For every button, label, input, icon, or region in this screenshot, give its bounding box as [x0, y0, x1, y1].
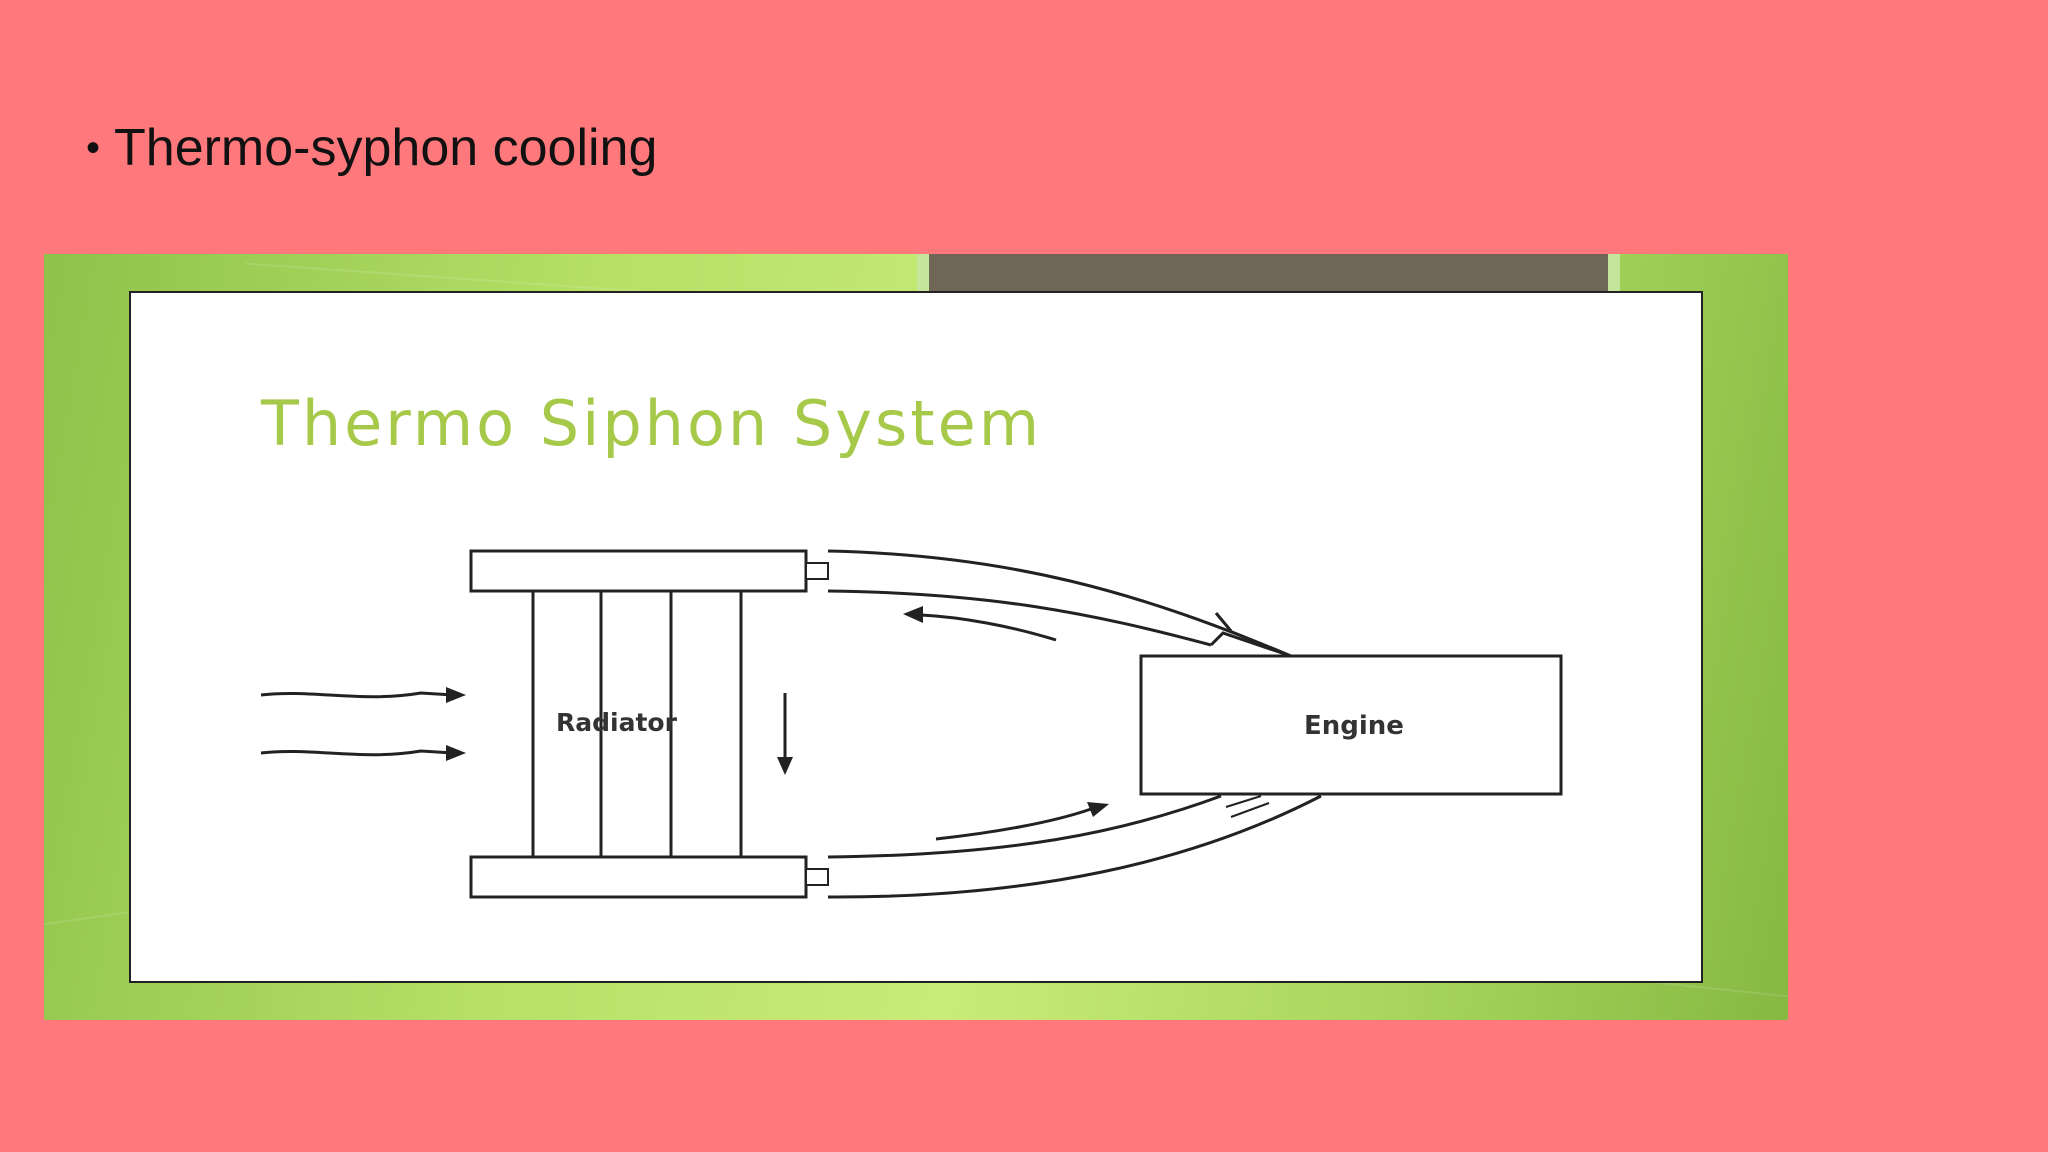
engine-label: Engine	[1304, 711, 1404, 741]
hot-flow-arrow	[935, 807, 1092, 841]
bullet-icon: •	[86, 125, 101, 170]
lower-hose	[827, 794, 1322, 899]
air-flow-arrow	[260, 691, 454, 699]
embedded-slide-image: Thermo Siphon System Radiator	[44, 254, 1788, 1020]
diagram-panel: Thermo Siphon System Radiator	[129, 291, 1703, 983]
return-flow-arrow	[920, 613, 1057, 642]
radiator-bottom-tank	[469, 855, 808, 899]
bullet-text: Thermo-syphon cooling	[114, 119, 658, 177]
bullet-item: • Thermo-syphon cooling	[86, 118, 657, 178]
thermo-siphon-diagram: Thermo Siphon System Radiator	[260, 387, 1563, 899]
diagram-title: Thermo Siphon System	[260, 387, 1042, 460]
engine-block	[1139, 654, 1563, 796]
radiator-label: Radiator	[556, 708, 678, 737]
upper-hose	[827, 549, 1292, 658]
radiator-top-tank	[469, 549, 808, 593]
air-flow-arrow	[260, 749, 454, 757]
